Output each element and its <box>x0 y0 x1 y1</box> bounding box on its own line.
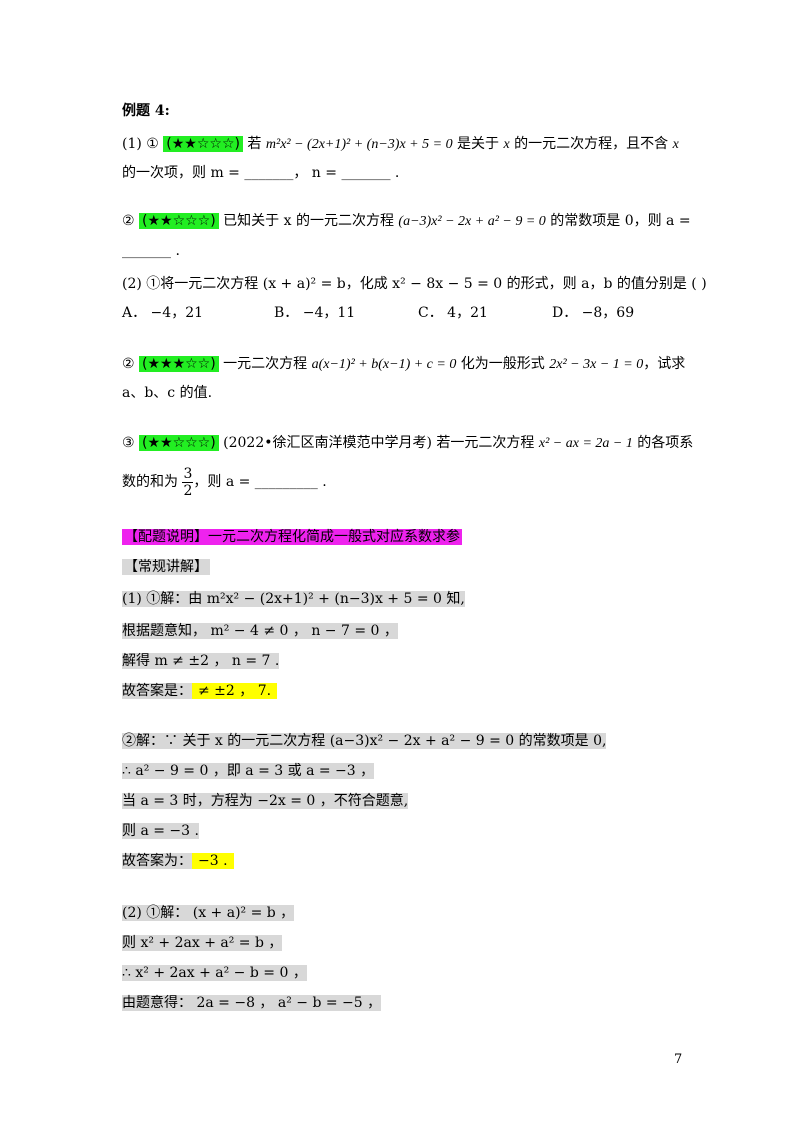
equation: x² − ax = 2a − 1 <box>538 436 633 451</box>
note-text: 【配题说明】一元二次方程化简成一般式对应系数求参 <box>122 529 462 545</box>
solution-1-line1: (1) ①解：由 m²x² − (2x+1)² + (n−3)x + 5 = 0… <box>122 588 465 610</box>
solution-text: 当 a = 3 时，方程为 −2x = 0 ，不符合题意, <box>122 793 409 809</box>
question-text: ，试求 <box>643 356 686 372</box>
solution-2-line1: ②解：∵ 关于 x 的一元二次方程 (a−3)x² − 2x + a² − 9 … <box>122 730 607 752</box>
question-text: 的各项系 <box>632 435 694 451</box>
answer-value: ≠ ±2 ， 7. <box>192 683 278 699</box>
solution-1-line3: 解得 m ≠ ±2 ， n = 7 . <box>122 650 280 672</box>
solution-text: (1) ①解：由 m²x² − (2x+1)² + (n−3)x + 5 = 0… <box>122 591 465 607</box>
solution-text: 则 x² + 2ax + a² = b ， <box>122 935 283 951</box>
fraction-numerator: 3 <box>182 465 194 483</box>
solution-1-line2: 根据题意知， m² − 4 ≠ 0 ， n − 7 = 0 ， <box>122 620 398 642</box>
solution-text: 解得 m ≠ ±2 ， n = 7 . <box>122 653 280 669</box>
question-prefix: ② <box>122 213 140 229</box>
solution-2-answer: 故答案为：−3 . <box>122 850 234 872</box>
difficulty-stars: (★★★☆☆) <box>139 356 219 372</box>
question-text: 化为一般形式 <box>456 356 550 372</box>
question-2-3: ③ (★★☆☆☆) (2022•徐汇区南洋模范中学月考) 若一元二次方程 x² … <box>122 432 693 455</box>
question-1-2-line2: _______ . <box>122 243 180 259</box>
section-text: 【常规讲解】 <box>122 559 210 575</box>
solution-3-line2: 则 x² + 2ax + a² = b ， <box>122 932 283 954</box>
solution-text: ∴ x² + 2ax + a² − b = 0 ， <box>122 965 307 981</box>
difficulty-stars: (★★☆☆☆) <box>139 435 219 451</box>
question-text: 的常数项是 0，则 a = <box>545 213 691 229</box>
option-a: A． −4，21 <box>122 305 204 321</box>
variable: x <box>672 137 679 152</box>
difficulty-stars: (★★☆☆☆) <box>139 213 219 229</box>
question-text: 已知关于 x 的一元二次方程 <box>218 213 399 229</box>
difficulty-stars: (★★☆☆☆) <box>163 136 243 152</box>
solution-2-line2: ∴ a² − 9 = 0 ，即 a = 3 或 a = −3 ， <box>122 760 375 782</box>
answer-label: 故答案为： <box>122 853 192 869</box>
fraction-denominator: 2 <box>183 482 193 499</box>
question-text: 的一元二次方程，且不含 <box>509 136 673 152</box>
solution-text: ②解：∵ 关于 x 的一元二次方程 (a−3)x² − 2x + a² − 9 … <box>122 733 607 749</box>
equation: 2x² − 3x − 1 = 0 <box>549 357 644 372</box>
variable: x <box>503 137 510 152</box>
question-2-1: (2) ①将一元二次方程 (x + a)² = b，化成 x² − 8x − 5… <box>122 276 707 292</box>
question-text: 若 <box>242 136 266 152</box>
question-text: 数的和为 <box>122 474 183 490</box>
question-2-2-line2: a、b、c 的值. <box>122 385 213 401</box>
question-2-2: ② (★★★☆☆) 一元二次方程 a(x−1)² + b(x−1) + c = … <box>122 353 685 376</box>
solution-2-line4: 则 a = −3 . <box>122 820 199 842</box>
question-text: (2022•徐汇区南洋模范中学月考) 若一元二次方程 <box>218 435 539 451</box>
solution-3-line1: (2) ①解： (x + a)² = b ， <box>122 902 295 924</box>
question-text: ，则 a = _________ . <box>193 474 327 490</box>
question-prefix: (1) ① <box>122 136 164 152</box>
answer-label: 故答案是： <box>122 683 192 699</box>
question-1-1: (1) ① (★★☆☆☆) 若 m²x² − (2x+1)² + (n−3)x … <box>122 133 679 156</box>
page-number: 7 <box>674 1052 683 1067</box>
question-1-1-line2: 的一次项，则 m = _______， n = _______ . <box>122 165 400 181</box>
question-text: 是关于 <box>452 136 504 152</box>
equation: m²x² − (2x+1)² + (n−3)x + 5 = 0 <box>265 137 453 152</box>
answer-value: −3 . <box>192 853 234 869</box>
solution-3-line4: 由题意得： 2a = −8 ， a² − b = −5 ， <box>122 992 382 1014</box>
solution-text: 由题意得： 2a = −8 ， a² − b = −5 ， <box>122 995 382 1011</box>
solution-text: 根据题意知， m² − 4 ≠ 0 ， n − 7 = 0 ， <box>122 623 398 639</box>
solution-text: 则 a = −3 . <box>122 823 199 839</box>
option-b: B． −4，11 <box>274 305 356 321</box>
solution-text: (2) ①解： (x + a)² = b ， <box>122 905 295 921</box>
question-text: 一元二次方程 <box>218 356 312 372</box>
equation: (a−3)x² − 2x + a² − 9 = 0 <box>398 214 546 229</box>
solution-1-answer: 故答案是：≠ ±2 ， 7. <box>122 680 278 702</box>
option-d: D． −8，69 <box>552 305 635 321</box>
question-1-2: ② (★★☆☆☆) 已知关于 x 的一元二次方程 (a−3)x² − 2x + … <box>122 210 691 233</box>
section-heading: 【常规讲解】 <box>122 556 210 578</box>
equation: a(x−1)² + b(x−1) + c = 0 <box>311 357 457 372</box>
solution-2-line3: 当 a = 3 时，方程为 −2x = 0 ，不符合题意, <box>122 790 409 812</box>
note-banner: 【配题说明】一元二次方程化简成一般式对应系数求参 <box>122 526 462 548</box>
question-prefix: ② <box>122 356 140 372</box>
question-prefix: ③ <box>122 435 140 451</box>
solution-3-line3: ∴ x² + 2ax + a² − b = 0 ， <box>122 962 307 984</box>
option-c: C． 4，21 <box>418 305 488 321</box>
example-title: 例题 4: <box>122 103 170 119</box>
solution-text: ∴ a² − 9 = 0 ，即 a = 3 或 a = −3 ， <box>122 763 375 779</box>
